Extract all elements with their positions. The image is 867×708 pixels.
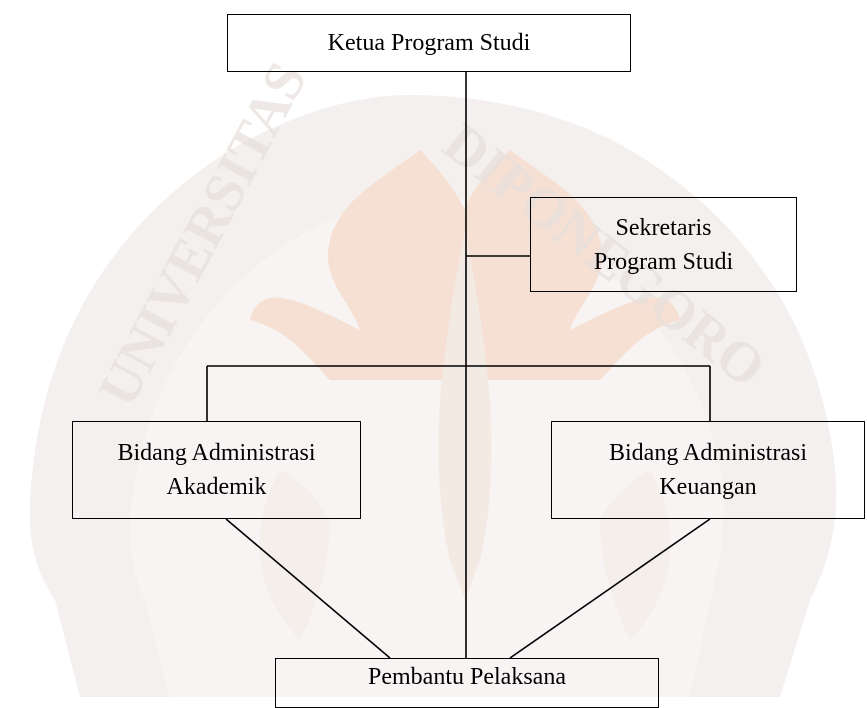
akademik-to-pembantu-line [225,518,391,659]
sekretaris-label-line2: Program Studi [593,248,734,275]
akademik-label-line1: Bidang Administrasi [117,440,316,466]
keuangan-to-pembantu-line [509,518,711,659]
keuangan-label-line2: Keuangan [659,474,757,500]
seal-dagger [438,230,492,600]
keuangan-label-line1: Bidang Administrasi [609,440,807,466]
sekretaris-program-studi-box: Sekretaris Program Studi [530,197,797,292]
akademik-label-line2: Akademik [166,474,267,500]
pembantu-label: Pembantu Pelaksana [368,664,566,690]
seal-petal-right [600,470,671,640]
bidang-administrasi-keuangan-box: Bidang Administrasi Keuangan [551,421,865,519]
seal-petal-left [259,470,330,640]
pembantu-pelaksana-box: Pembantu Pelaksana [275,658,659,708]
bidang-administrasi-akademik-box: Bidang Administrasi Akademik [72,421,361,519]
ketua-program-studi-box: Ketua Program Studi [227,14,631,72]
sekretaris-label-line1: Sekretaris [615,214,712,241]
ketua-label: Ketua Program Studi [327,30,531,56]
